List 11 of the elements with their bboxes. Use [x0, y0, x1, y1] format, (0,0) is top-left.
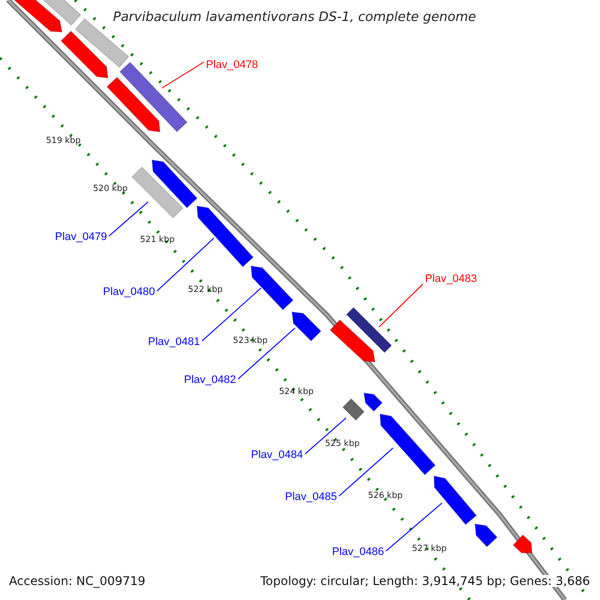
tick-label: 526 kbp [368, 492, 403, 500]
tick-label: 527 kbp [412, 545, 447, 554]
genome-info-label: Topology: circular; Length: 3,914,745 bp; Genes: 3,686 [260, 575, 590, 587]
title: Parvibaculum lavamentivorans DS-1, complete genome [113, 11, 476, 24]
tick-label: 525 kbp [325, 440, 360, 448]
tick-label: 521 kbp [140, 236, 175, 244]
tick-label: 524 kbp [279, 388, 314, 396]
tick-label: 519 kbp [46, 137, 81, 146]
tick-label: 523 kbp [233, 337, 268, 346]
accession-label: Accession: NC_009719 [9, 575, 146, 587]
tick-label: 522 kbp [188, 286, 223, 294]
